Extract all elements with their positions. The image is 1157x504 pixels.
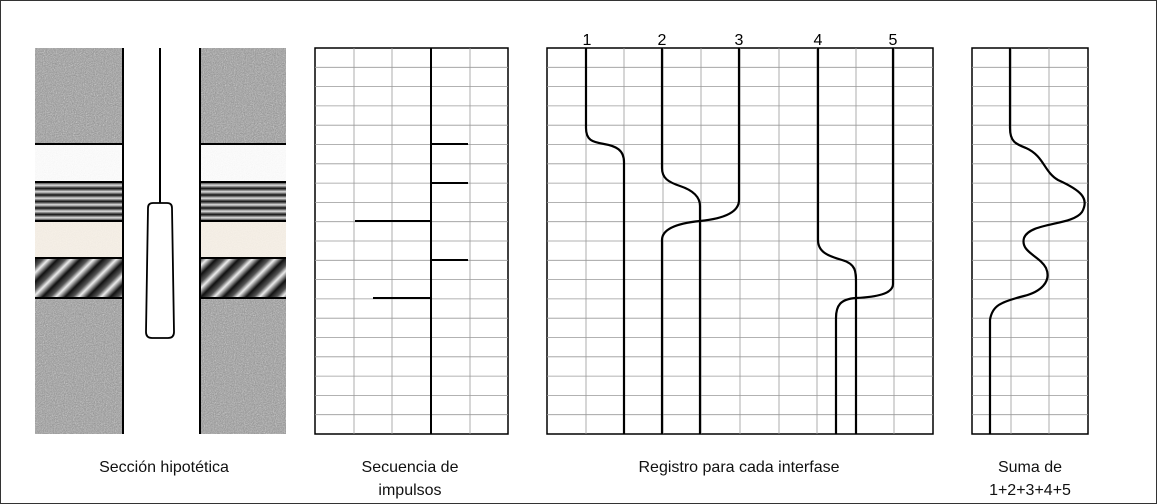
interface-trace-3	[660, 48, 741, 434]
trace-label-2: 2	[658, 32, 667, 49]
sum-panel	[971, 47, 1089, 435]
sum-trace	[988, 48, 1086, 434]
granite-texture	[35, 48, 123, 144]
caption-sum-line1: Suma de	[998, 459, 1062, 476]
interface-trace-1	[584, 48, 626, 434]
diagonal-stripe-band	[200, 258, 286, 298]
tan-band	[35, 221, 123, 258]
interface-trace-2	[660, 48, 702, 434]
granite-texture	[35, 298, 123, 434]
interface-records-panel	[546, 47, 934, 435]
caption-impulses-line1: Secuencia de	[362, 459, 459, 476]
interface-trace-5	[834, 48, 895, 434]
trace-label-1: 1	[583, 32, 592, 49]
caption-section: Sección hipotética	[99, 459, 229, 476]
logging-tool	[145, 202, 175, 339]
caption-records: Registro para cada interfase	[639, 459, 840, 476]
horizontal-stripe-band	[35, 182, 123, 221]
granite-texture	[200, 48, 286, 144]
impulse-sequence-panel	[314, 47, 509, 435]
tan-band	[200, 221, 286, 258]
hypothetical-section	[35, 48, 286, 434]
caption-impulses-line2: impulsos	[378, 482, 441, 499]
interface-trace-4	[816, 48, 858, 434]
light-band	[35, 144, 123, 182]
granite-texture	[200, 298, 286, 434]
horizontal-stripe-band	[200, 182, 286, 221]
caption-sum-line2: 1+2+3+4+5	[989, 482, 1071, 499]
trace-label-3: 3	[735, 32, 744, 49]
diagonal-stripe-band	[35, 258, 123, 298]
trace-label-4: 4	[814, 32, 823, 49]
trace-label-5: 5	[889, 32, 898, 49]
light-band	[200, 144, 286, 182]
